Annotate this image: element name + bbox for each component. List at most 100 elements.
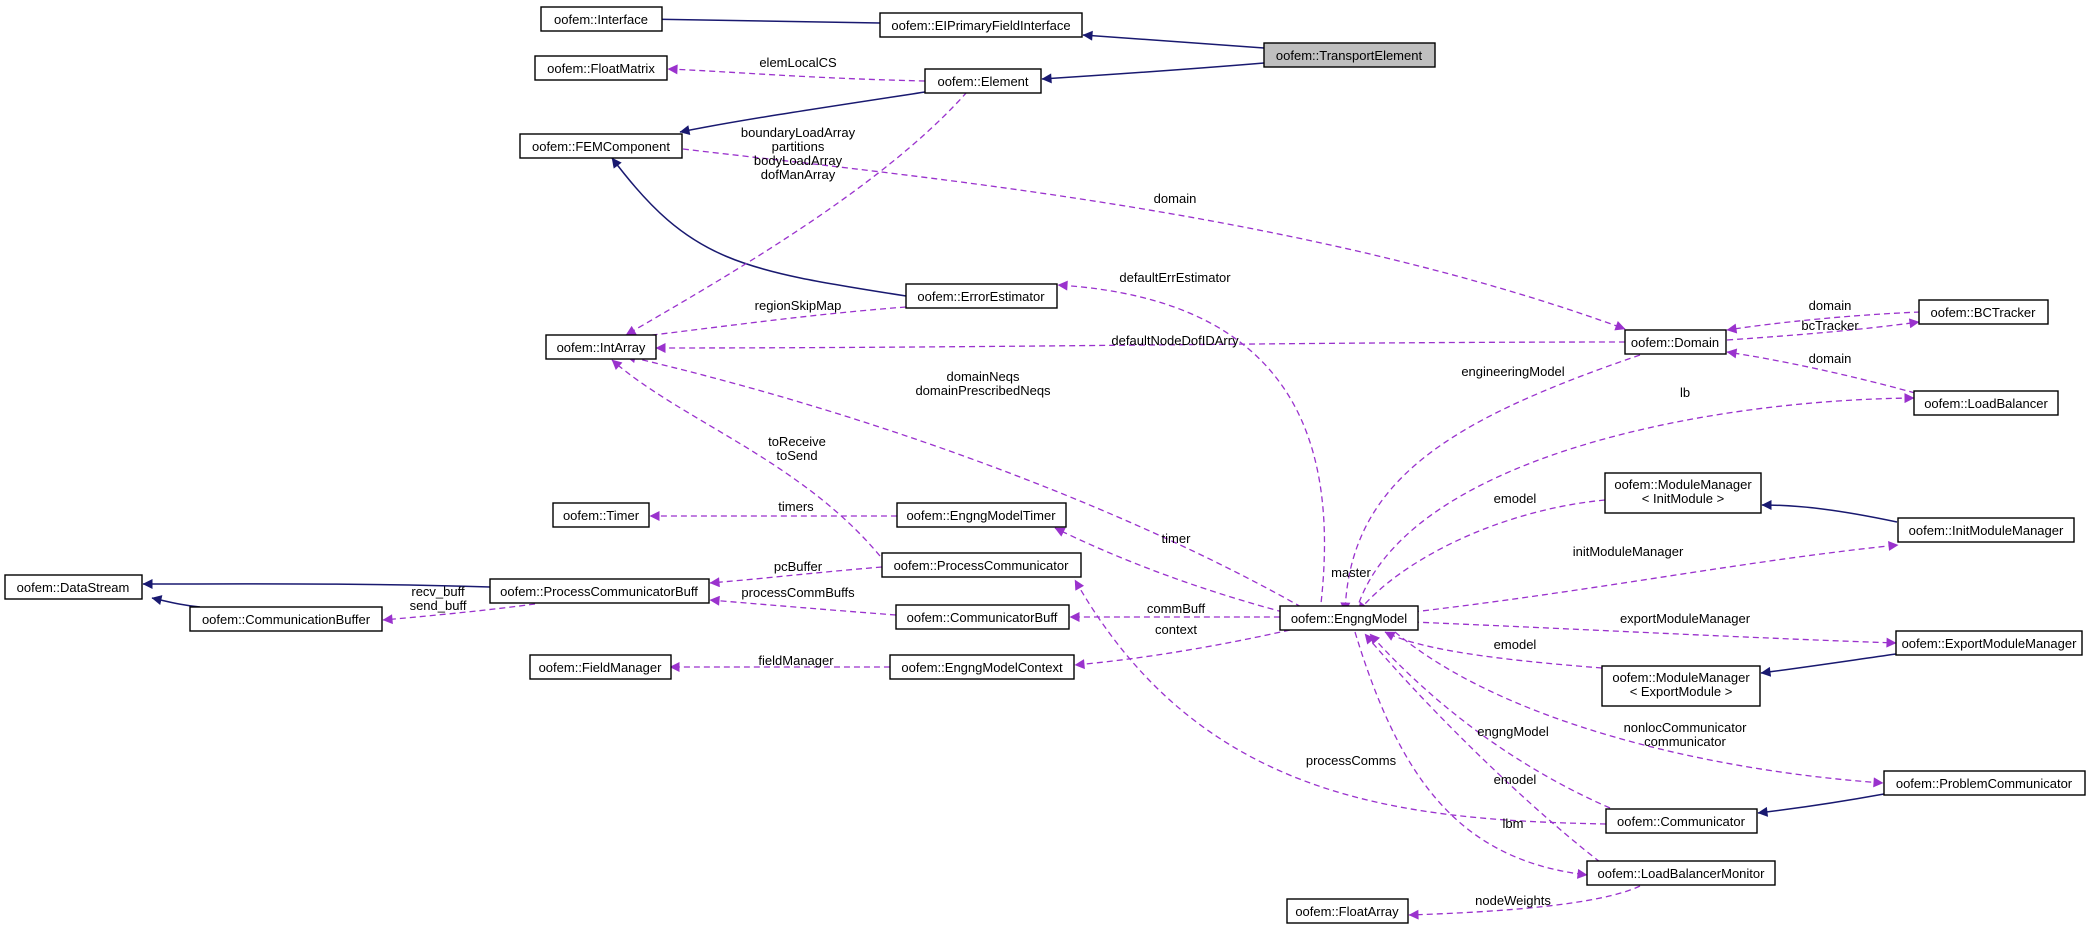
edge-engngmodel-problemcomm — [1394, 631, 1884, 788]
label-context: context — [1155, 622, 1197, 637]
label-pcBuffer: pcBuffer — [774, 559, 823, 574]
node-fieldmanager[interactable]: oofem::FieldManager — [529, 654, 672, 680]
svg-text:oofem::CommunicatorBuff: oofem::CommunicatorBuff — [907, 610, 1058, 625]
node-eiprimary[interactable]: oofem::EIPrimaryFieldInterface — [879, 12, 1083, 38]
node-processcommunicator[interactable]: oofem::ProcessCommunicator — [881, 552, 1082, 578]
svg-text:oofem::TransportElement: oofem::TransportElement — [1276, 48, 1423, 63]
svg-text:oofem::FloatArray: oofem::FloatArray — [1295, 904, 1399, 919]
node-modulemanager-init[interactable]: oofem::ModuleManager< InitModule > — [1604, 472, 1762, 514]
edge-engngmodel-lbmonitor — [1354, 631, 1588, 879]
node-loadbalancermonitor[interactable]: oofem::LoadBalancerMonitor — [1586, 860, 1776, 886]
svg-text:oofem::Communicator: oofem::Communicator — [1617, 814, 1746, 829]
svg-text:oofem::LoadBalancer: oofem::LoadBalancer — [1924, 396, 2048, 411]
edge-mminit-engngmodel — [1357, 499, 1606, 613]
node-exportmodulemanager[interactable]: oofem::ExportModuleManager — [1895, 630, 2083, 656]
edge-domain-intarray — [655, 341, 1626, 353]
label-timers: timers — [778, 499, 814, 514]
node-femcomponent[interactable]: oofem::FEMComponent — [519, 133, 683, 159]
label-initModuleManager: initModuleManager — [1573, 544, 1684, 559]
node-intarray[interactable]: oofem::IntArray — [545, 334, 657, 360]
svg-text:oofem::Timer: oofem::Timer — [563, 508, 640, 523]
node-processcommbuff[interactable]: oofem::ProcessCommunicatorBuff — [489, 578, 710, 604]
label-exportModuleManager: exportModuleManager — [1620, 611, 1751, 626]
edge-element-floatmatrix — [667, 64, 926, 82]
node-errorestimator[interactable]: oofem::ErrorEstimator — [905, 283, 1058, 309]
label-emodel-init: emodel — [1494, 491, 1537, 506]
node-engngmodelcontext[interactable]: oofem::EngngModelContext — [889, 654, 1075, 680]
edge-transport-element — [1041, 62, 1265, 84]
node-engngmodel[interactable]: oofem::EngngModel — [1279, 605, 1419, 631]
label-commBuff: commBuff — [1147, 601, 1206, 616]
node-floatmatrix[interactable]: oofem::FloatMatrix — [534, 55, 668, 81]
node-timer[interactable]: oofem::Timer — [552, 502, 650, 528]
node-engngmodeltimer[interactable]: oofem::EngngModelTimer — [896, 502, 1067, 528]
label-defaultErrEstimator: defaultErrEstimator — [1119, 270, 1231, 285]
node-datastream[interactable]: oofem::DataStream — [4, 574, 143, 600]
svg-text:oofem::EngngModelTimer: oofem::EngngModelTimer — [906, 508, 1056, 523]
label-engineeringModel: engineeringModel — [1461, 364, 1564, 379]
svg-text:oofem::ExportModuleManager: oofem::ExportModuleManager — [1902, 636, 2078, 651]
edge-bctracker-domain — [1726, 311, 1921, 334]
label-domain-femcomponent: domain — [1154, 191, 1197, 206]
nodes: oofem::Interface oofem::EIPrimaryFieldIn… — [4, 6, 2086, 924]
label-fieldManager: fieldManager — [758, 653, 834, 668]
node-communicatorbuff[interactable]: oofem::CommunicatorBuff — [895, 604, 1070, 630]
svg-text:oofem::Domain: oofem::Domain — [1631, 335, 1719, 350]
svg-text:oofem::EIPrimaryFieldInterface: oofem::EIPrimaryFieldInterface — [891, 18, 1070, 33]
edge-engngmodel-context — [1074, 629, 1291, 670]
edge-element-femcomponent — [679, 91, 926, 136]
edge-eiprimary-interface — [642, 14, 881, 25]
label-timer: timer — [1162, 531, 1192, 546]
edge-engngmodel-loadbalancer — [1355, 393, 1915, 613]
node-communicationbuffer[interactable]: oofem::CommunicationBuffer — [189, 606, 383, 632]
edge-lbmonitor-engngmodel — [1364, 633, 1601, 863]
edge-femcomponent-domain — [682, 148, 1626, 331]
svg-text:oofem::FEMComponent: oofem::FEMComponent — [532, 139, 670, 154]
label-emodel-export: emodel — [1494, 637, 1537, 652]
svg-text:oofem::LoadBalancerMonitor: oofem::LoadBalancerMonitor — [1598, 866, 1766, 881]
label-nodeWeights: nodeWeights — [1475, 893, 1551, 908]
edge-errorestimator-femcomponent — [611, 157, 907, 297]
svg-text:oofem::EngngModel: oofem::EngngModel — [1291, 611, 1407, 626]
node-transport-element[interactable]: oofem::TransportElement — [1263, 42, 1436, 68]
node-initmodulemanager[interactable]: oofem::InitModuleManager — [1897, 517, 2075, 543]
svg-text:oofem::EngngModelContext: oofem::EngngModelContext — [901, 660, 1063, 675]
node-loadbalancer[interactable]: oofem::LoadBalancer — [1913, 390, 2059, 416]
label-elemLocalCS: elemLocalCS — [759, 55, 837, 70]
svg-text:oofem::BCTracker: oofem::BCTracker — [1931, 305, 2037, 320]
edge-domain-bctracker — [1726, 318, 1920, 341]
edge-engngmodel-initmm — [1412, 540, 1899, 613]
label-processCommBuffs: processCommBuffs — [741, 585, 855, 600]
svg-text:oofem::ProcessCommunicatorBuff: oofem::ProcessCommunicatorBuff — [500, 584, 698, 599]
label-engngModel: engngModel — [1477, 724, 1549, 739]
node-bctracker[interactable]: oofem::BCTracker — [1918, 299, 2049, 325]
node-domain[interactable]: oofem::Domain — [1624, 329, 1727, 355]
svg-text:oofem::ModuleManager< ExportMo: oofem::ModuleManager< ExportModule > — [1612, 670, 1750, 699]
node-problemcommunicator[interactable]: oofem::ProblemCommunicator — [1883, 770, 2086, 796]
node-element[interactable]: oofem::Element — [924, 68, 1042, 94]
node-floatarray[interactable]: oofem::FloatArray — [1286, 898, 1409, 924]
svg-text:oofem::Interface: oofem::Interface — [554, 12, 648, 27]
edge-engngmodel-exportmm — [1412, 621, 1897, 648]
edge-loadbalancer-domain — [1726, 348, 1916, 394]
edge-engngmodel-intarray — [625, 353, 1311, 613]
svg-text:oofem::FloatMatrix: oofem::FloatMatrix — [547, 61, 655, 76]
edge-mmexport-engngmodel — [1384, 631, 1603, 669]
edge-initmm-mminit — [1761, 500, 1898, 523]
edge-pcbuff-commbuffer — [382, 603, 536, 625]
edge-exportmm-mmexport — [1760, 653, 1897, 677]
edge-communicator-engngmodel — [1369, 633, 1611, 809]
node-interface[interactable]: oofem::Interface — [540, 6, 663, 32]
edge-element-intarray — [625, 91, 968, 336]
node-communicator[interactable]: oofem::Communicator — [1605, 808, 1758, 834]
label-domain-bctracker: domain — [1809, 298, 1852, 313]
label-lb: lb — [1680, 385, 1690, 400]
svg-text:oofem::CommunicationBuffer: oofem::CommunicationBuffer — [202, 612, 371, 627]
node-modulemanager-export[interactable]: oofem::ModuleManager< ExportModule > — [1601, 665, 1761, 707]
edge-communicatorbuff-pcbuff — [709, 595, 897, 616]
label-lbm: lbm — [1503, 816, 1524, 831]
